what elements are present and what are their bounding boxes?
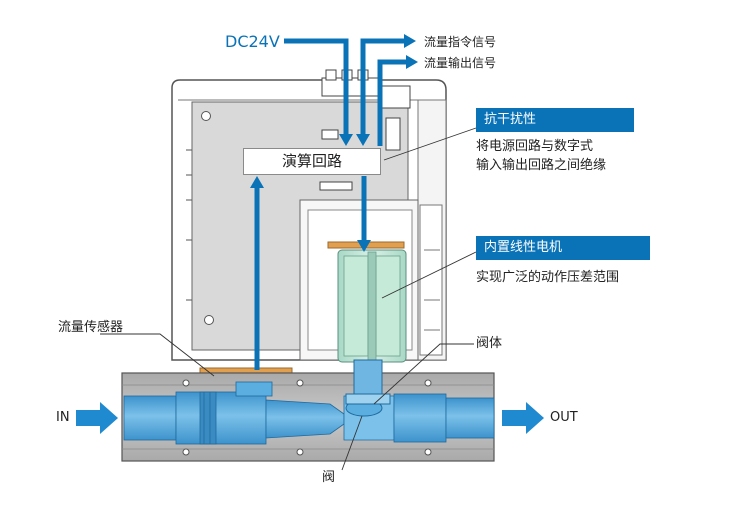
out-arrow (502, 402, 544, 434)
noise-immunity-line-1: 将电源回路与数字式 (476, 139, 594, 154)
signal-arrows (250, 34, 418, 370)
valve-label: 阀 (322, 470, 336, 485)
noise-immunity-title: 抗干扰性 (476, 108, 634, 132)
valve-body-label: 阀体 (476, 336, 503, 351)
in-label: IN (56, 410, 70, 425)
body-bolts (182, 379, 432, 456)
flow-output-signal-label: 流量输出信号 (424, 56, 497, 70)
out-label: OUT (550, 410, 578, 425)
flow-command-signal-label: 流量指令信号 (424, 35, 497, 49)
valve-plunger (345, 359, 391, 405)
calc-circuit-box: 演算回路 (243, 148, 381, 175)
in-arrow (76, 402, 118, 434)
flow-channel (123, 381, 495, 445)
voltage-label: DC24V (225, 32, 280, 51)
leader-lines (100, 127, 477, 471)
linear-motor-title: 内置线性电机 (476, 236, 650, 260)
flow-sensor-label: 流量传感器 (58, 320, 124, 335)
noise-immunity-line-2: 输入输出回路之间绝缘 (476, 158, 607, 173)
linear-motor (337, 249, 407, 363)
linear-motor-line-1: 实现广泛的动作压差范围 (476, 270, 620, 285)
